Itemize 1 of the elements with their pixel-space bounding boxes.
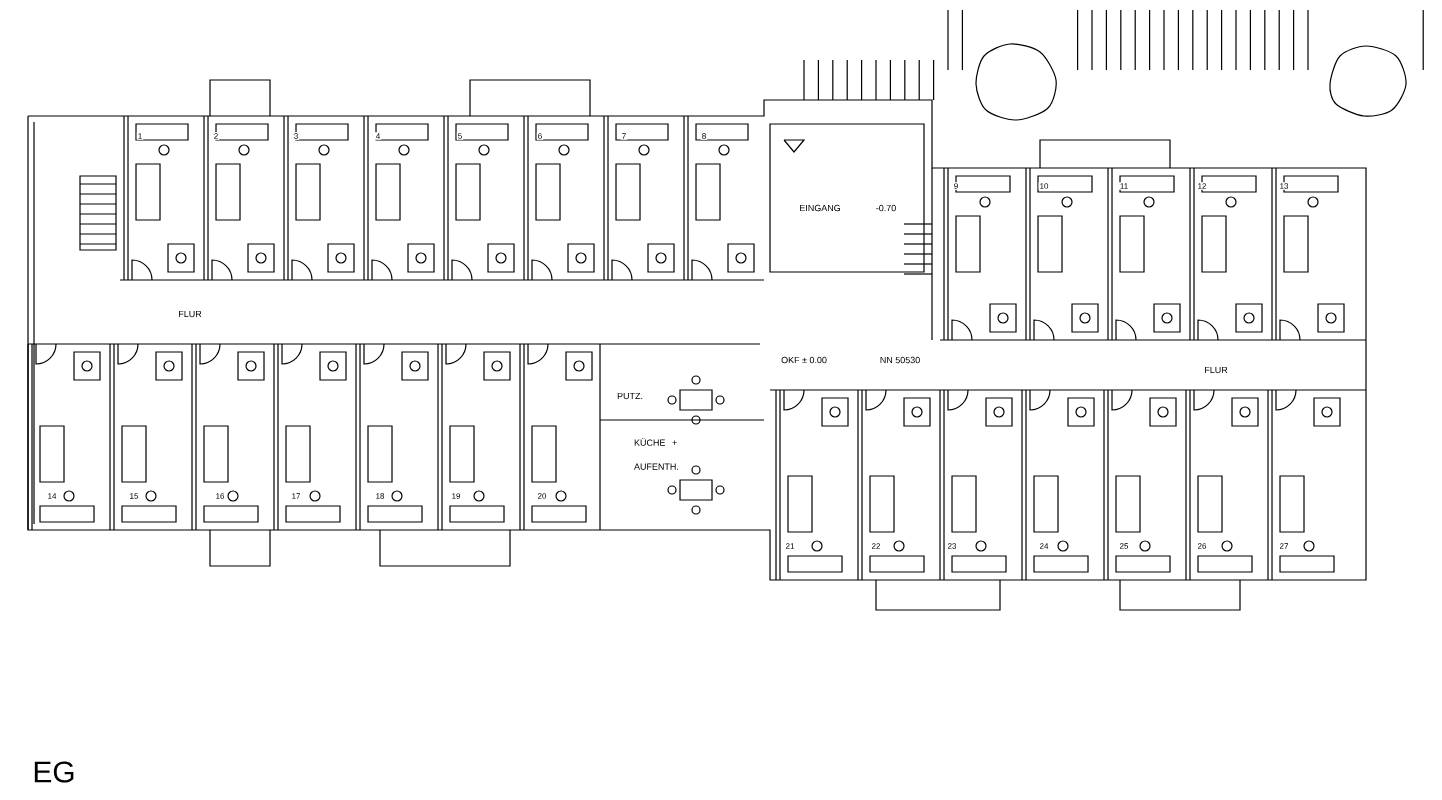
floor-label: EG [31, 760, 77, 784]
